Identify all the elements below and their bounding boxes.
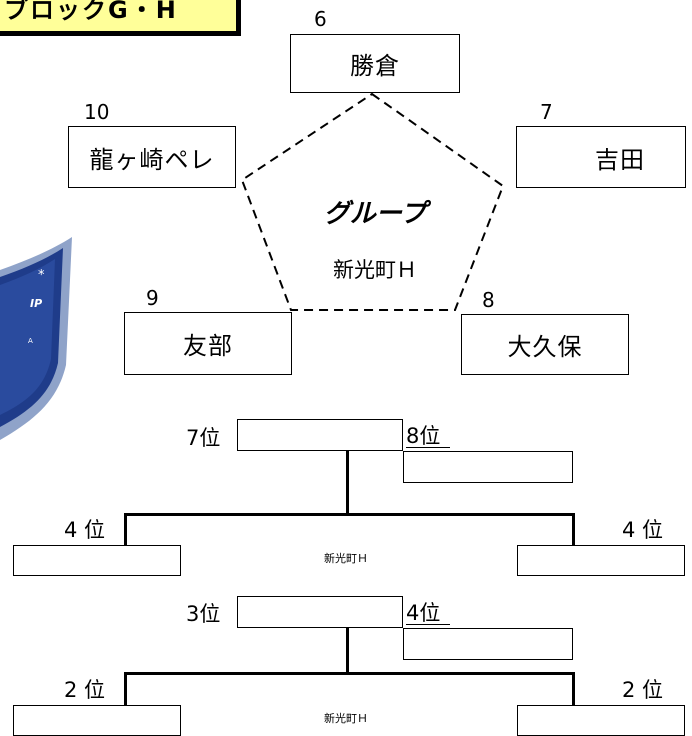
svg-text:*: * xyxy=(38,268,45,283)
rank-label-left: 7位 xyxy=(186,426,221,450)
team-box: 龍ヶ崎ペレ xyxy=(68,126,236,188)
block-title: ブロックG・H xyxy=(0,0,238,33)
rank-label-side-left: 2 位 xyxy=(64,678,106,702)
rank-slot xyxy=(517,705,685,736)
team-number: 9 xyxy=(146,286,159,310)
team-number: 7 xyxy=(540,100,553,124)
rank-slot xyxy=(237,596,403,628)
svg-text:IP: IP xyxy=(30,297,42,310)
rank-label-side-right: 2 位 xyxy=(622,678,664,702)
rank-slot xyxy=(13,705,181,736)
bracket-venue: 新光町Ｈ xyxy=(324,552,368,565)
bracket-line xyxy=(572,672,575,706)
rank-slot xyxy=(403,628,573,660)
bracket-line xyxy=(124,672,127,706)
team-box: 勝倉 xyxy=(290,34,460,93)
rank-slot xyxy=(237,419,403,451)
group-venue: 新光町Ｈ xyxy=(333,258,417,282)
team-box: 友部 xyxy=(124,312,292,375)
group-label: グループ xyxy=(323,199,427,229)
bracket-line xyxy=(124,672,574,675)
rank-slot xyxy=(403,451,573,483)
rank-slot xyxy=(517,545,685,576)
rank-label-right: 4位 xyxy=(406,602,450,625)
rank-slot xyxy=(13,545,181,576)
team-box: 大久保 xyxy=(461,314,629,375)
rank-label-side-right: 4 位 xyxy=(622,518,664,542)
bracket-line xyxy=(346,628,349,674)
rank-label-right: 8位 xyxy=(406,425,450,448)
bracket-line xyxy=(124,513,127,546)
team-emblem-logo: * IP A xyxy=(0,237,72,440)
team-number: 6 xyxy=(314,7,327,31)
bracket-venue: 新光町Ｈ xyxy=(324,712,368,725)
svg-text:A: A xyxy=(28,337,33,345)
team-number: 10 xyxy=(84,100,110,124)
rank-label-left: 3位 xyxy=(186,602,221,626)
bracket-line xyxy=(572,513,575,546)
team-number: 8 xyxy=(482,288,495,312)
bracket-line xyxy=(346,451,349,515)
bracket-line xyxy=(124,513,574,516)
team-box: 吉田 xyxy=(516,126,686,188)
rank-label-side-left: 4 位 xyxy=(64,518,106,542)
